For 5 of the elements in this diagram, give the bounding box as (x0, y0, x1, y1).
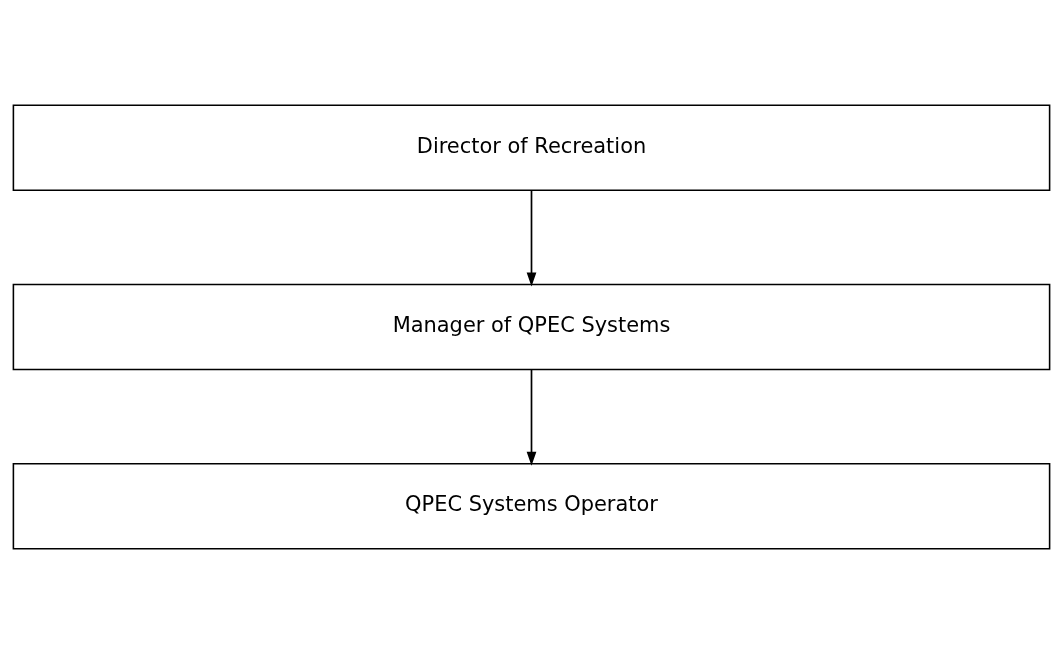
node-box: Manager of QPEC Systems (12, 283, 1051, 371)
arrow (526, 189, 537, 287)
node-box: Director of Recreation (12, 104, 1051, 192)
arrow (526, 368, 537, 466)
node-box: QPEC Systems Operator (12, 462, 1051, 550)
